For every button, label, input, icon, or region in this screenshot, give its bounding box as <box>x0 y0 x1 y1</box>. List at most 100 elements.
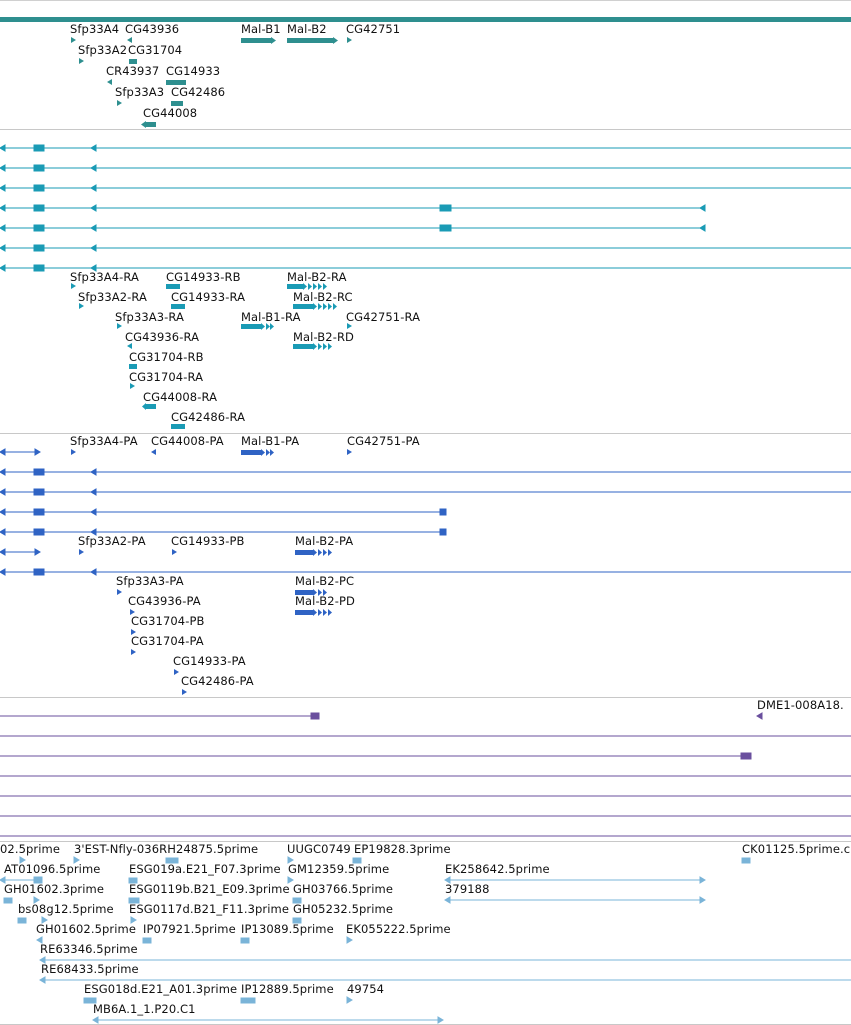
proteins-track: Sfp33A4-PA CG44008-PA Mal-B1-PA CG42751-… <box>0 434 851 697</box>
purple-label[interactable]: DME1-008A18. <box>757 698 844 712</box>
gene-label[interactable]: CG44008 <box>143 106 198 120</box>
genes-scale-bar <box>0 17 851 22</box>
est-label[interactable]: ESG019a.E21_F07.3prime <box>129 862 281 876</box>
est-label[interactable]: EK055222.5prime <box>346 922 451 936</box>
est-label[interactable]: RE63346.5prime <box>40 942 138 956</box>
protein-label[interactable]: Mal-B1-PA <box>241 434 300 448</box>
transcript-label[interactable]: Mal-B2-RC <box>293 290 353 304</box>
gene-glyph <box>71 37 76 43</box>
genes-track: Sfp33A4 CG43936 Mal-B1 Mal-B2 CG42751 Sf… <box>0 0 851 129</box>
gene-label[interactable]: CG31704 <box>128 43 183 57</box>
transcript-label[interactable]: Mal-B2-RA <box>287 270 347 284</box>
transcript-label[interactable]: Sfp33A2-RA <box>78 290 148 304</box>
est-label[interactable]: RE68433.5prime <box>41 962 139 976</box>
protein-label[interactable]: CG31704-PA <box>131 634 204 648</box>
est-label[interactable]: EK258642.5prime <box>445 862 550 876</box>
protein-label[interactable]: CG44008-PA <box>151 434 224 448</box>
est-label[interactable]: ESG018d.E21_A01.3prime <box>84 982 238 996</box>
track-separator <box>0 841 851 842</box>
est-label[interactable]: UUGC0749 <box>287 842 351 856</box>
gene-label[interactable]: CG42486 <box>171 85 226 99</box>
protein-label[interactable]: CG31704-PB <box>131 614 205 628</box>
est-label[interactable]: GH03766.5prime <box>293 882 394 896</box>
est-glyphs <box>0 856 851 1024</box>
protein-label[interactable]: Mal-B2-PA <box>295 534 354 548</box>
transcript-label[interactable]: Mal-B2-RD <box>293 330 355 344</box>
gene-glyph <box>129 59 137 64</box>
gene-label[interactable]: Sfp33A2 <box>78 43 128 57</box>
est-label[interactable]: GH01602.5prime <box>36 922 137 936</box>
est-label[interactable]: ESG0119b.B21_E09.3prime <box>129 882 290 896</box>
est-label[interactable]: IP07921.5prime <box>143 922 236 936</box>
track-separator <box>0 697 851 698</box>
gene-glyph <box>271 37 276 44</box>
purple-track: DME1-008A18. <box>0 698 851 841</box>
transcript-label[interactable]: Mal-B1-RA <box>241 310 301 324</box>
est-track: 02.5prime 3'EST-Nfly-036RH24875.5prime U… <box>0 842 851 1025</box>
gene-glyph <box>347 37 352 43</box>
est-label[interactable]: 3'EST-Nfly-036RH24875.5prime <box>74 842 259 856</box>
top-border <box>0 0 851 1</box>
protein-label[interactable]: Mal-B2-PD <box>295 594 355 608</box>
est-label[interactable]: GH05232.5prime <box>293 902 394 916</box>
gene-label[interactable]: Mal-B1 <box>241 22 281 36</box>
gene-glyph <box>107 79 112 85</box>
est-label[interactable]: AT01096.5prime <box>4 862 101 876</box>
gene-label[interactable]: CG14933 <box>166 64 221 78</box>
protein-label[interactable]: CG42751-PA <box>347 434 420 448</box>
gene-label[interactable]: CR43937 <box>106 64 160 78</box>
transcript-label[interactable]: CG31704-RB <box>129 350 204 364</box>
protein-label[interactable]: CG43936-PA <box>128 594 201 608</box>
protein-label[interactable]: Sfp33A3-PA <box>116 574 184 588</box>
track-separator <box>0 129 851 130</box>
est-label[interactable]: MB6A.1_1.P20.C1 <box>93 1002 196 1016</box>
gene-glyph <box>117 100 122 106</box>
gene-label[interactable]: Sfp33A4 <box>70 22 120 36</box>
protein-label[interactable]: CG42486-PA <box>181 674 254 688</box>
est-label[interactable]: IP12889.5prime <box>241 982 334 996</box>
transcript-label[interactable]: CG43936-RA <box>125 330 200 344</box>
est-label[interactable]: IP13089.5prime <box>241 922 334 936</box>
transcript-label[interactable]: CG42751-RA <box>346 310 421 324</box>
gene-label[interactable]: CG43936 <box>125 22 180 36</box>
gene-glyph <box>127 37 132 43</box>
transcript-label[interactable]: CG44008-RA <box>143 390 218 404</box>
est-label[interactable]: 02.5prime <box>0 842 61 856</box>
protein-glyphs <box>0 448 851 695</box>
gene-glyph <box>241 38 271 43</box>
gene-glyphs <box>71 37 352 128</box>
gene-glyph <box>171 101 183 106</box>
est-label[interactable]: bs08g12.5prime <box>18 902 114 916</box>
gene-glyph <box>166 80 186 85</box>
gene-glyph <box>141 121 146 128</box>
gene-label[interactable]: CG42751 <box>346 22 401 36</box>
transcript-label[interactable]: CG14933-RB <box>166 270 241 284</box>
transcript-label[interactable]: CG31704-RA <box>129 370 204 384</box>
protein-label[interactable]: Sfp33A4-PA <box>70 434 138 448</box>
est-label[interactable]: GH01602.3prime <box>4 882 105 896</box>
transcript-label[interactable]: CG42486-RA <box>171 410 246 424</box>
gene-label[interactable]: Sfp33A3 <box>115 85 165 99</box>
est-label[interactable]: 379188 <box>445 882 490 896</box>
gene-glyph <box>333 37 338 44</box>
gene-glyph <box>146 122 156 127</box>
protein-label[interactable]: CG14933-PB <box>171 534 245 548</box>
transcript-label[interactable]: CG14933-RA <box>171 290 246 304</box>
purple-glyphs <box>0 712 851 837</box>
track-separator <box>0 433 851 434</box>
gene-glyph <box>79 58 84 64</box>
est-label[interactable]: EP19828.3prime <box>354 842 451 856</box>
gene-glyph <box>287 38 333 43</box>
est-label[interactable]: GM12359.5prime <box>288 862 390 876</box>
est-label[interactable]: 49754 <box>347 982 385 996</box>
transcripts-track: Sfp33A4-RA CG14933-RB Mal-B2-RA Sfp33A2-… <box>0 130 851 433</box>
gene-label[interactable]: Mal-B2 <box>287 22 327 36</box>
transcript-label[interactable]: Sfp33A4-RA <box>70 270 140 284</box>
transcript-glyphs <box>0 144 851 429</box>
protein-label[interactable]: Sfp33A2-PA <box>78 534 146 548</box>
est-label[interactable]: CK01125.5prime.c <box>742 842 851 856</box>
est-label[interactable]: ESG0117d.B21_F11.3prime <box>129 902 289 916</box>
transcript-label[interactable]: Sfp33A3-RA <box>115 310 185 324</box>
protein-label[interactable]: Mal-B2-PC <box>295 574 355 588</box>
protein-label[interactable]: CG14933-PA <box>173 654 246 668</box>
